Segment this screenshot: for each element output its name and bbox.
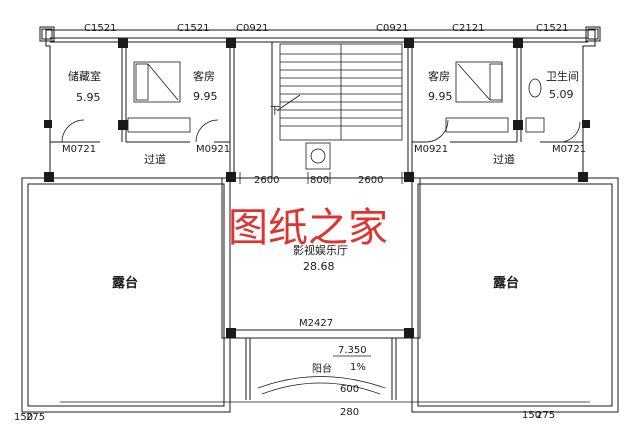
room-name-guest-left: 客房 (193, 69, 215, 83)
dimension-mid: 800 (310, 175, 329, 186)
window-label: C2121 (452, 23, 484, 34)
watermark-text: 图纸之家 (228, 205, 388, 251)
room-area-guest-right: 9.95 (428, 90, 453, 103)
room-area-bathroom: 5.09 (549, 88, 574, 101)
window-label: C1521 (84, 23, 116, 34)
door-label: M0721 (552, 144, 586, 155)
small-dim: 275 (26, 412, 45, 423)
room-name-storage: 储藏室 (68, 69, 101, 83)
corridor-right-label: 过道 (493, 152, 515, 166)
corridor-left-label: 过道 (144, 152, 166, 166)
small-dim: 150 (14, 412, 33, 423)
dimension-left: 2600 (254, 175, 279, 186)
balcony-label: 阳台 (312, 362, 332, 375)
room-name-guest-right: 客房 (428, 69, 450, 83)
main-door-label: M2427 (299, 318, 333, 329)
theater-area: 28.68 (303, 260, 335, 273)
window-label: C1521 (536, 23, 568, 34)
small-dim: 600 (340, 384, 359, 395)
staircase (277, 43, 403, 170)
small-dim: 275 (536, 410, 555, 421)
door-label: M0921 (196, 144, 230, 155)
columns (44, 38, 590, 338)
dimension-right: 2600 (358, 175, 383, 186)
elevation-label: 7.350 (338, 345, 367, 356)
room-area-guest-left: 9.95 (193, 90, 218, 103)
window-label: C0921 (236, 23, 268, 34)
window-label: C0921 (376, 23, 408, 34)
door-label: M0921 (414, 144, 448, 155)
room-name-bathroom: 卫生间 (546, 69, 579, 83)
door-label: M0721 (62, 144, 96, 155)
stair-down-label: 下 (270, 106, 280, 117)
window-label: C1521 (177, 23, 209, 34)
terrace-right-label: 露台 (493, 275, 519, 291)
room-area-storage: 5.95 (76, 91, 101, 104)
small-dim: 280 (340, 407, 359, 418)
furniture (61, 61, 581, 395)
slope-label: 1% (350, 362, 366, 373)
small-dim: 150 (522, 410, 541, 421)
dimension-lines (60, 172, 590, 403)
terrace-left-label: 露台 (112, 275, 138, 291)
theater-name: 影视娱乐厅 (293, 243, 348, 257)
